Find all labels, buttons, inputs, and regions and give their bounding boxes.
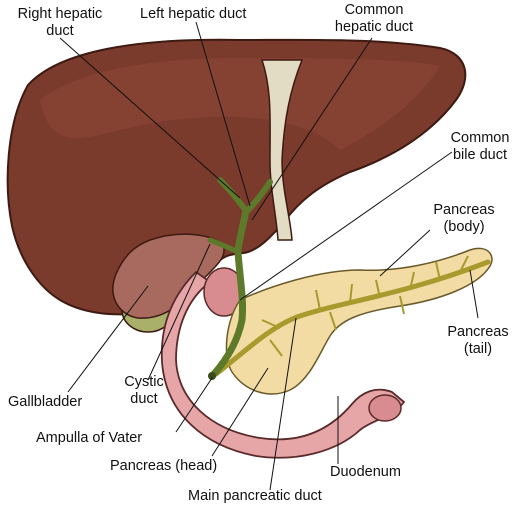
duodenum-cut-end bbox=[368, 394, 402, 422]
label-duodenum: Duodenum bbox=[330, 464, 401, 480]
label-left-hepatic-duct: Left hepatic duct bbox=[140, 6, 247, 22]
label-cystic-duct: Cystic duct bbox=[124, 374, 164, 407]
common-bile-duct-shape bbox=[210, 248, 247, 378]
label-main-pancreatic-duct: Main pancreatic duct bbox=[188, 488, 322, 504]
label-pancreas-tail: Pancreas (tail) bbox=[447, 324, 509, 357]
label-right-hepatic-duct: Right hepatic duct bbox=[17, 6, 103, 39]
label-pancreas-body: Pancreas (body) bbox=[433, 202, 495, 235]
label-pancreas-head: Pancreas (head) bbox=[110, 458, 218, 474]
duodenum bbox=[160, 270, 406, 459]
left-hepatic-duct-shape bbox=[245, 179, 273, 213]
pancreatic-duct bbox=[213, 259, 491, 377]
leader-lines bbox=[59, 21, 479, 491]
common-hepatic-duct-shape bbox=[234, 206, 250, 254]
label-common-bile-duct: Common bile duct bbox=[450, 130, 510, 163]
liver-highlight bbox=[40, 58, 440, 150]
pancreatic-duct-branches bbox=[261, 255, 469, 357]
label-common-hepatic-duct: Common hepatic duct bbox=[334, 2, 414, 35]
falciform-ligament bbox=[260, 59, 304, 241]
label-gallbladder: Gallbladder bbox=[8, 394, 83, 410]
ampulla-of-vater-shape bbox=[208, 372, 216, 380]
label-ampulla-of-vater: Ampulla of Vater bbox=[36, 430, 143, 446]
